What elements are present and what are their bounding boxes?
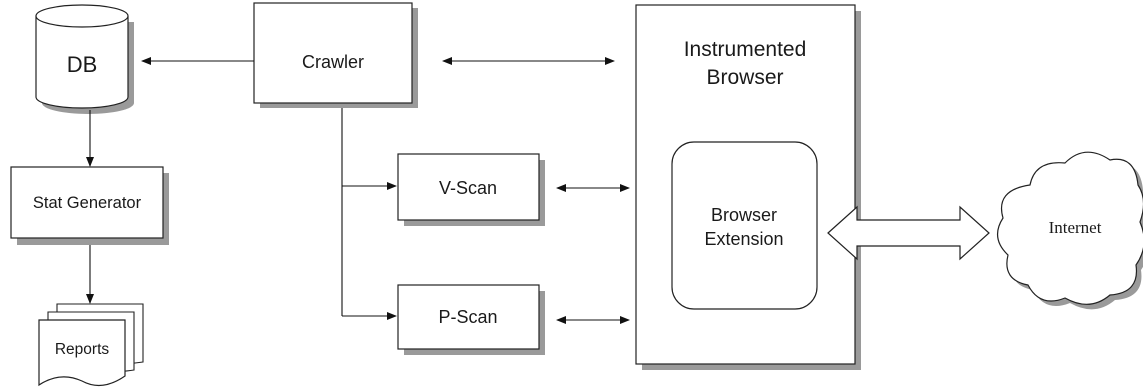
db-cylinder xyxy=(35,16,129,109)
stat-generator-node: Stat Generator xyxy=(10,166,169,245)
stat-generator-label: Stat Generator xyxy=(33,194,142,212)
v-scan-label: V-Scan xyxy=(439,178,497,198)
stat-generator-box xyxy=(10,166,164,239)
instrumented-browser-label-line2: Browser xyxy=(706,66,783,89)
browser-extension-node: Browser Extension xyxy=(671,141,818,310)
crawler-label: Crawler xyxy=(302,52,364,72)
v-scan-box xyxy=(397,153,540,221)
internet-node: Internet xyxy=(997,151,1143,310)
db-cylinder-top xyxy=(35,4,129,28)
instrumented-browser-label-line1: Instrumented xyxy=(684,38,807,61)
v-scan-node: V-Scan xyxy=(397,153,545,226)
p-scan-box xyxy=(397,284,540,350)
db-label: DB xyxy=(67,52,98,77)
reports-label: Reports xyxy=(55,341,110,358)
p-scan-label: P-Scan xyxy=(438,307,497,327)
reports-node: Reports xyxy=(38,303,144,387)
db-node: DB xyxy=(35,4,134,114)
p-scan-node: P-Scan xyxy=(397,284,545,355)
internet-label: Internet xyxy=(1049,218,1102,237)
edge-extension-to-internet xyxy=(827,205,990,261)
internet-cloud xyxy=(997,151,1143,305)
crawler-node: Crawler xyxy=(253,2,418,108)
browser-extension-label-line2: Extension xyxy=(704,229,783,249)
crawler-box xyxy=(253,2,413,104)
reports-page-front xyxy=(38,319,126,387)
browser-extension-label-line1: Browser xyxy=(711,205,777,225)
browser-extension-box xyxy=(671,141,818,310)
